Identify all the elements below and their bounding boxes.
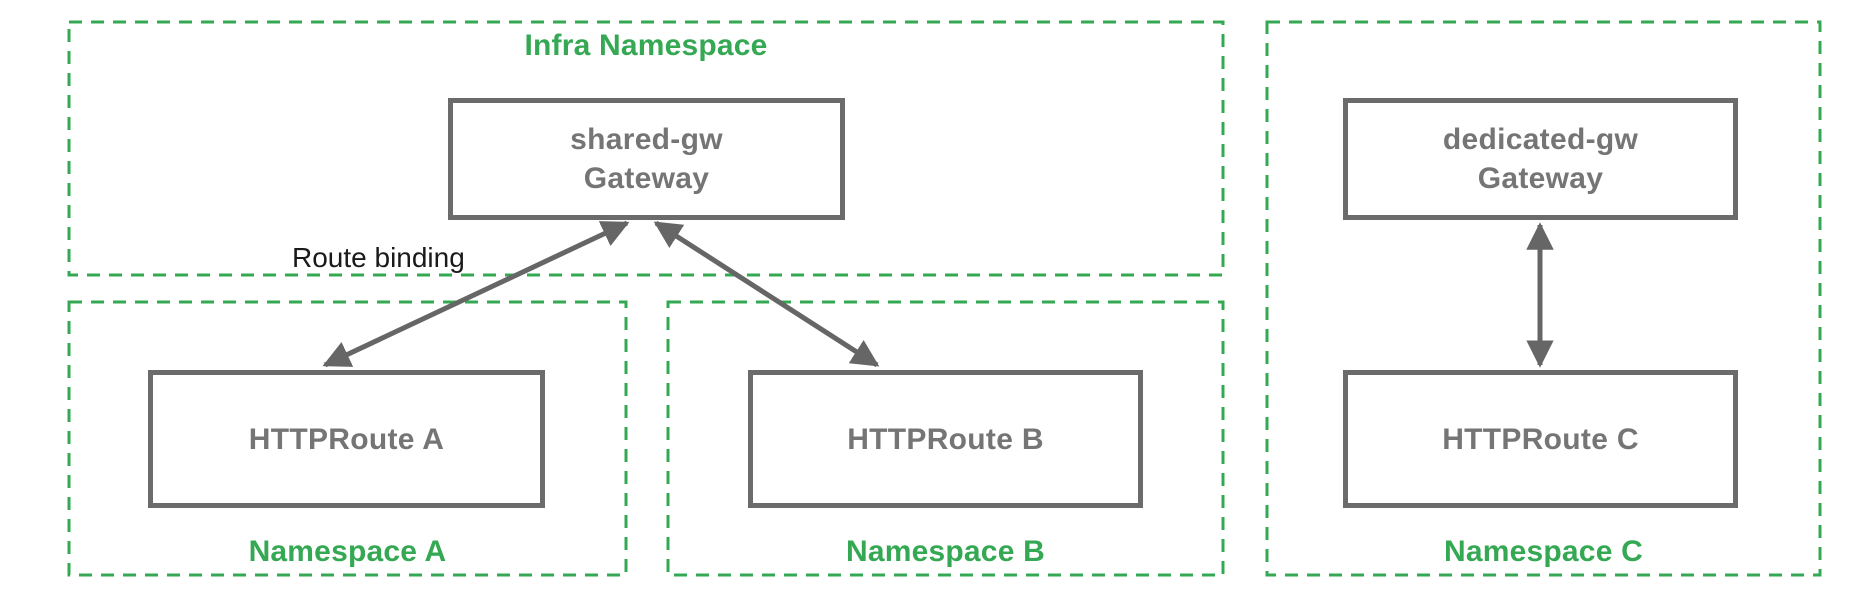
httproute-c-box: HTTPRoute C xyxy=(1343,370,1738,508)
httproute-b-label: HTTPRoute B xyxy=(847,422,1044,456)
route-binding-arrow-b xyxy=(653,220,880,368)
namespace-b-label: Namespace B xyxy=(846,535,1045,568)
route-binding-annotation: Route binding xyxy=(292,242,465,273)
dedicated-gw-gateway-name: dedicated-gw xyxy=(1442,123,1639,156)
namespace-a-border xyxy=(67,300,628,577)
route-binding-arrow-a xyxy=(322,220,630,368)
dedicated-gw-gateway-box: dedicated-gw Gateway xyxy=(1343,98,1738,220)
namespace-c-border xyxy=(1265,20,1822,577)
httproute-a-label: HTTPRoute A xyxy=(248,422,445,456)
httproute-a-box: HTTPRoute A xyxy=(148,370,545,508)
shared-gw-gateway-type: Gateway xyxy=(583,162,710,195)
shared-gw-gateway-name: shared-gw xyxy=(570,123,723,156)
infra-namespace-label: Infra Namespace xyxy=(524,29,768,62)
dedicated-gw-gateway-type: Gateway xyxy=(1477,162,1604,195)
httproute-b-box: HTTPRoute B xyxy=(748,370,1143,508)
namespace-b-border xyxy=(666,300,1225,577)
httproute-c-label: HTTPRoute C xyxy=(1442,422,1639,456)
shared-gw-gateway-box: shared-gw Gateway xyxy=(448,98,845,220)
infra-namespace-border xyxy=(67,20,1225,277)
namespace-a-label: Namespace A xyxy=(248,535,447,568)
namespace-c-label: Namespace C xyxy=(1444,535,1643,568)
